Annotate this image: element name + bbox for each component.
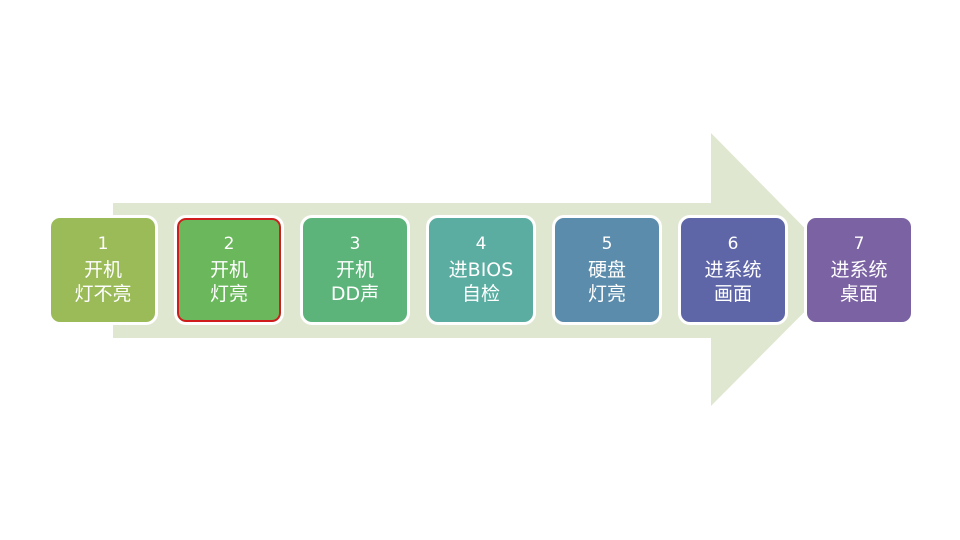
step-7-box: 7 进系统 桌面 [804, 215, 914, 325]
step-2-number: 2 [223, 233, 235, 254]
step-5-box: 5 硬盘 灯亮 [552, 215, 662, 325]
step-2-line2: 灯亮 [209, 282, 248, 305]
step-5-line2: 灯亮 [587, 282, 626, 305]
step-5-line1: 硬盘 [587, 258, 626, 281]
step-4-number: 4 [475, 233, 487, 254]
step-3-line2: DD声 [330, 282, 380, 305]
step-3-number: 3 [349, 233, 361, 254]
step-3-box: 3 开机 DD声 [300, 215, 410, 325]
step-7-line1: 进系统 [830, 258, 888, 281]
step-6-line1: 进系统 [704, 258, 762, 281]
step-5-number: 5 [601, 233, 613, 254]
step-2-line1: 开机 [209, 258, 248, 281]
step-3-line1: 开机 [335, 258, 374, 281]
step-1-box: 1 开机 灯不亮 [48, 215, 158, 325]
step-1-line1: 开机 [83, 258, 122, 281]
step-6-box: 6 进系统 画面 [678, 215, 788, 325]
step-1-line2: 灯不亮 [74, 282, 132, 305]
step-4-line1: 进BIOS [448, 258, 514, 281]
step-4-box: 4 进BIOS 自检 [426, 215, 536, 325]
step-7-line2: 桌面 [839, 282, 878, 305]
step-6-number: 6 [727, 233, 739, 254]
step-2-box: 2 开机 灯亮 [174, 215, 284, 325]
step-4-line2: 自检 [461, 282, 500, 305]
step-6-line2: 画面 [713, 282, 752, 305]
step-1-number: 1 [97, 233, 109, 254]
step-7-number: 7 [853, 233, 865, 254]
